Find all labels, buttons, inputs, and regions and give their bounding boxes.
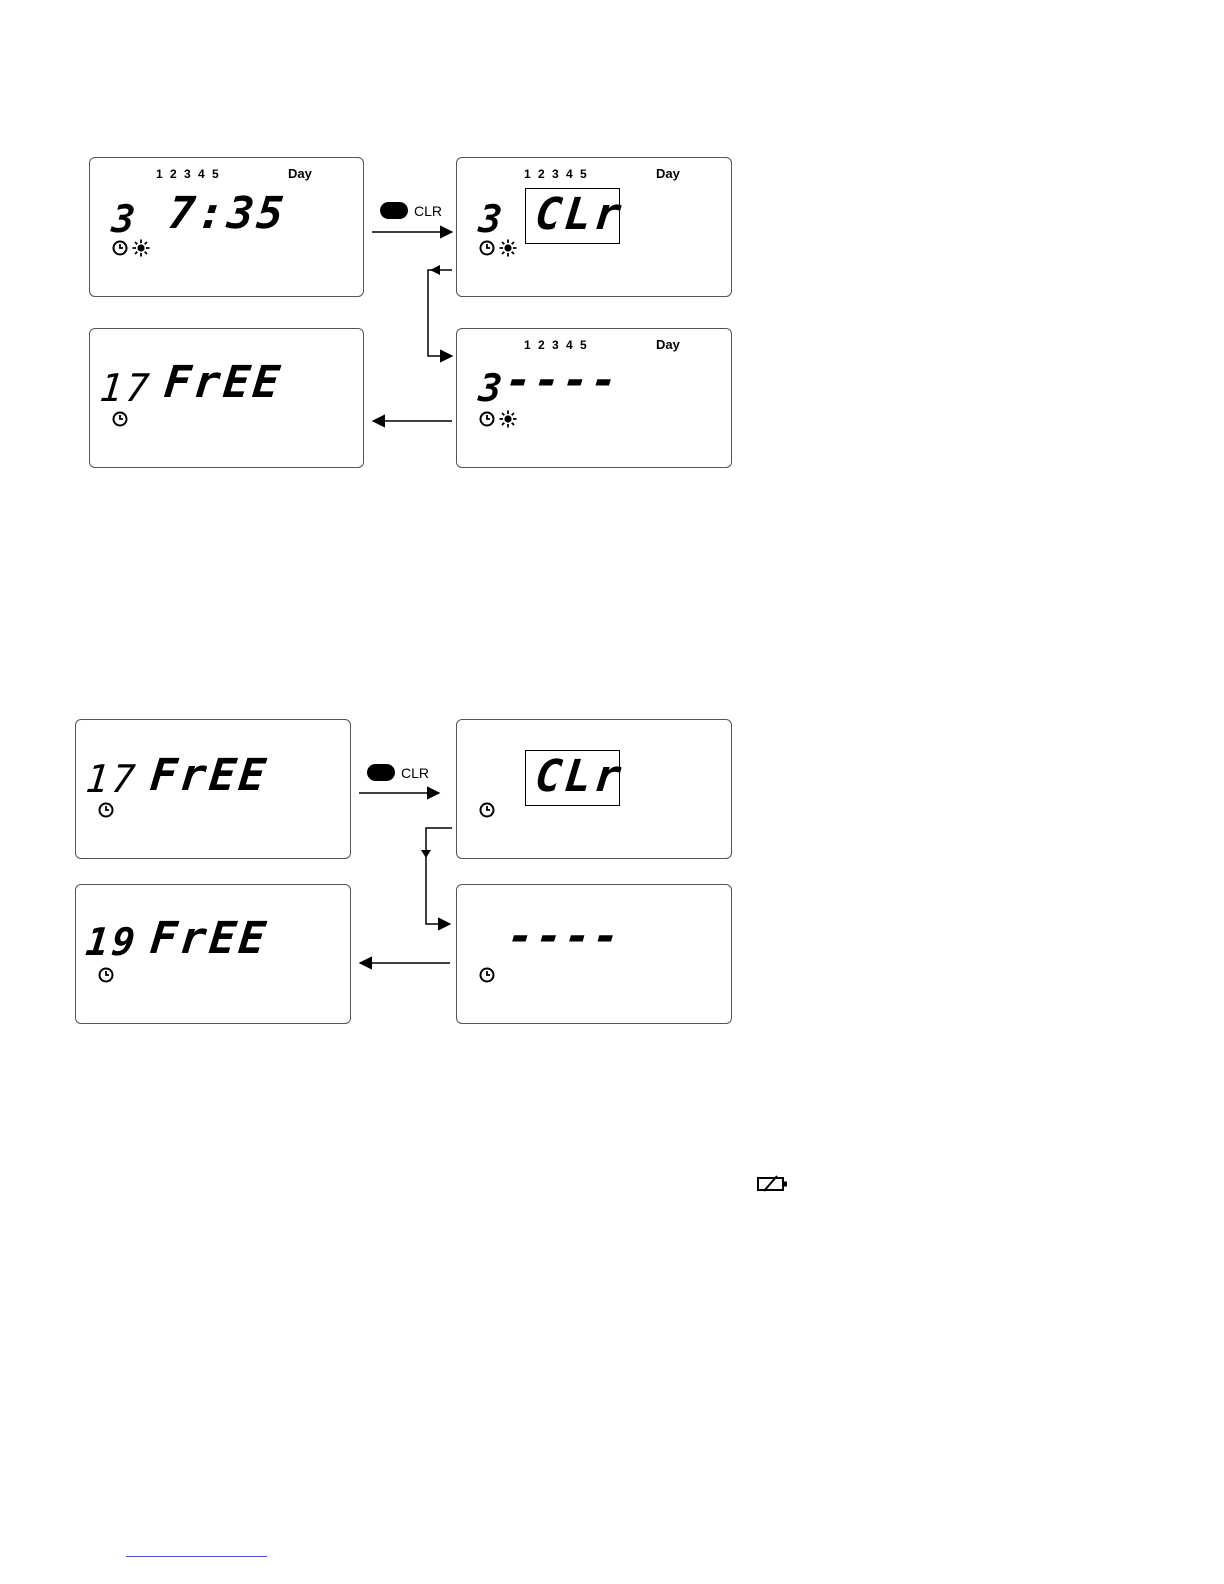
arrow-bottom-loop [426,828,452,924]
arrow-bottom-loop-head [421,850,431,858]
battery-low-icon [757,1175,789,1193]
link-underline[interactable] [126,1556,267,1557]
arrow-top-loop-head [430,265,440,275]
arrow-top-loop [428,270,452,356]
